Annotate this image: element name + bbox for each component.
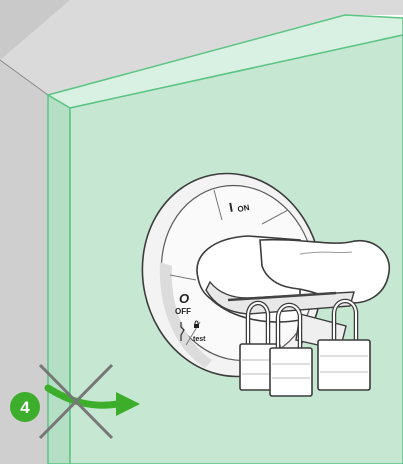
padlock-2 — [269, 302, 313, 397]
handle-grip-line — [299, 251, 353, 255]
off-symbol: O — [179, 291, 189, 306]
handle-slot — [227, 291, 337, 302]
test-label: test — [193, 336, 206, 343]
dial-tick-right — [261, 209, 289, 225]
padlock-bracket — [205, 280, 355, 315]
handle-lever — [196, 235, 390, 351]
dial-tick-off — [169, 274, 197, 281]
dial-tick-on — [213, 189, 223, 221]
step-badge — [10, 392, 40, 422]
handle-grip — [259, 238, 390, 304]
door-open-arrowhead — [116, 392, 140, 416]
on-label: ON — [237, 203, 251, 214]
test-lock-icon — [180, 320, 199, 341]
off-label: OFF — [175, 307, 191, 316]
on-symbol: I — [228, 200, 234, 215]
cross-line-2 — [38, 363, 114, 440]
dial-shadow-band — [159, 262, 212, 368]
padlock-3 — [317, 298, 371, 391]
cabinet-left-face — [0, 60, 48, 464]
door-open-arrow — [44, 384, 122, 409]
step-number: 4 — [20, 398, 30, 417]
door-left-edge — [47, 93, 71, 464]
cabinet-top-edge — [0, 0, 70, 60]
cabinet-top-line — [0, 59, 49, 96]
